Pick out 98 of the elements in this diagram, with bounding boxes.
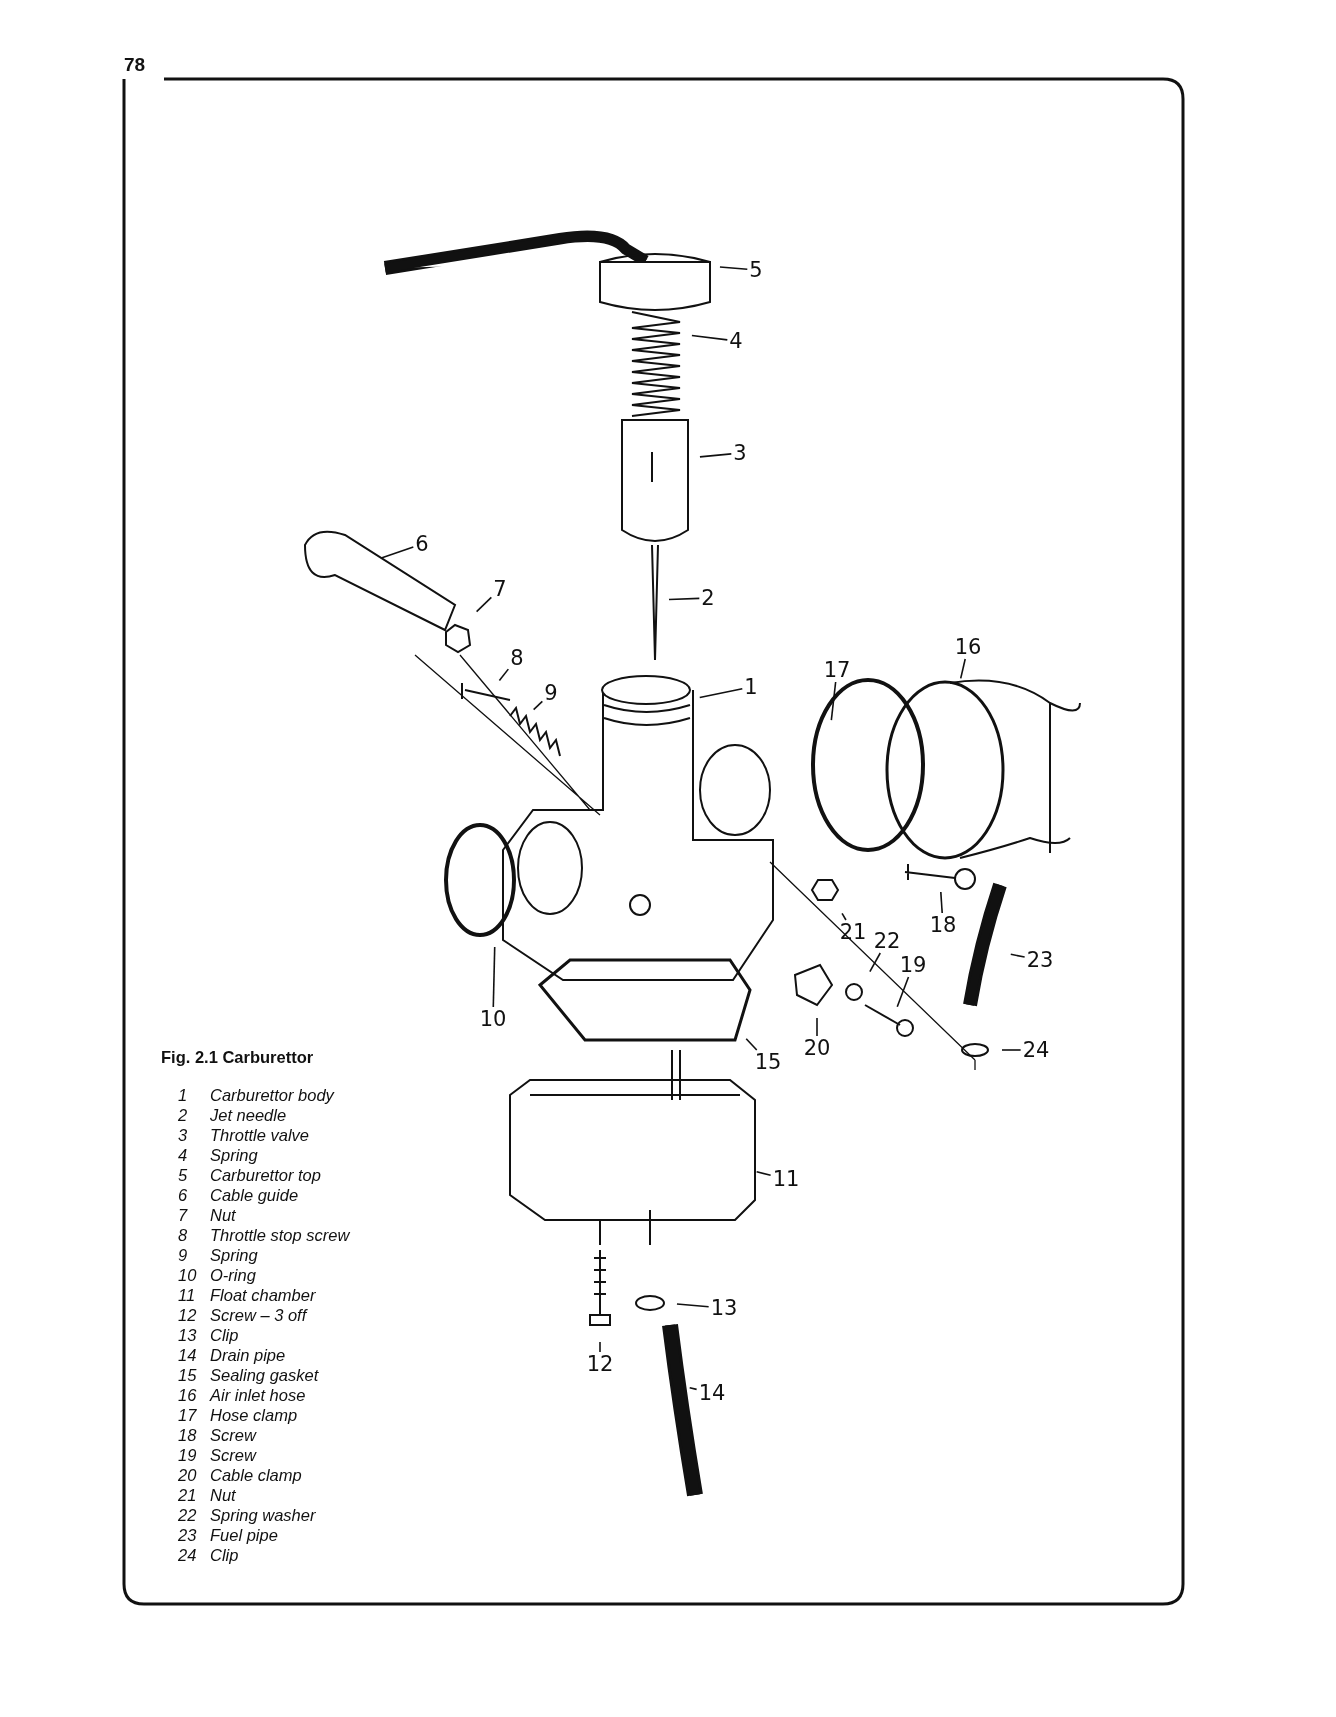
callout-number: 1 [742,675,760,699]
part-name: Spring [210,1145,258,1165]
item-number: 23 [178,1525,197,1545]
leader-line [1001,1049,1022,1051]
callout-number: 15 [752,1050,784,1074]
leader-line [959,658,966,680]
callout-number: 20 [801,1036,833,1060]
part-name: Fuel pipe [210,1525,278,1545]
figure-caption: Fig. 2.1 Carburettor [161,1048,314,1067]
item-number: 21 [178,1485,197,1505]
part-name: Carburettor top [210,1165,321,1185]
callout-number: 22 [871,929,903,953]
part-name: Jet needle [210,1105,287,1125]
callout-number: 8 [508,646,526,670]
part-name: Hose clamp [210,1405,298,1425]
item-number: 24 [178,1545,197,1565]
item-number: 18 [178,1425,197,1445]
item-number: 2 [178,1105,188,1125]
item-number: 12 [178,1305,197,1325]
part-name: Drain pipe [210,1345,286,1365]
part-name: Throttle valve [210,1125,310,1145]
leader-line [869,952,882,973]
callout-number: 23 [1024,948,1056,972]
callout-number: 13 [708,1296,740,1320]
part-name: Screw [210,1425,256,1445]
part-name: O-ring [210,1265,256,1285]
leader-line [841,912,847,921]
leader-line [475,596,493,613]
leader-line [380,546,415,559]
leader-line [688,1386,698,1391]
callout-number: 11 [770,1167,802,1191]
leader-line [492,946,496,1008]
part-name: Air inlet hose [210,1385,306,1405]
part-name: Cable clamp [210,1465,302,1485]
part-name: Cable guide [210,1185,299,1205]
leader-line [896,976,910,1008]
item-number: 5 [178,1165,188,1185]
leader-line [816,1017,818,1037]
callout-number: 17 [821,658,853,682]
callout-number: 16 [952,635,984,659]
item-number: 19 [178,1445,197,1465]
leader-line [599,1341,601,1353]
item-number: 6 [178,1185,188,1205]
part-name: Clip [210,1325,239,1345]
leader-line [498,668,510,682]
item-number: 7 [178,1205,188,1225]
leader-line [940,891,943,914]
callout-number: 9 [542,681,560,705]
leader-line [745,1037,758,1051]
leader-line [830,681,837,721]
part-name: Sealing gasket [210,1365,319,1385]
item-number: 8 [178,1225,188,1245]
part-name: Nut [210,1485,236,1505]
page-number: 78 [124,54,146,76]
callout-number: 18 [927,913,959,937]
item-number: 17 [178,1405,197,1425]
leader-line [699,453,733,458]
callout-number: 21 [837,920,869,944]
callout-number: 14 [696,1381,728,1405]
item-number: 1 [178,1085,188,1105]
part-name: Spring washer [210,1505,316,1525]
callout-number: 6 [413,532,431,556]
item-number: 20 [178,1465,197,1485]
leader-line [1010,953,1026,958]
callout-number: 12 [584,1352,616,1376]
leader-line [719,266,749,271]
leader-line [755,1171,772,1177]
callout-number: 10 [477,1007,509,1031]
item-number: 10 [178,1265,197,1285]
leader-line [676,1303,710,1308]
callout-number: 24 [1020,1038,1052,1062]
part-name: Float chamber [210,1285,316,1305]
item-number: 9 [178,1245,188,1265]
item-number: 14 [178,1345,197,1365]
part-name: Spring [210,1245,258,1265]
item-number: 15 [178,1365,197,1385]
callout-number: 4 [727,329,745,353]
callout-number: 5 [747,258,765,282]
callout-number: 3 [731,441,749,465]
leader-line [698,688,744,699]
item-number: 22 [178,1505,197,1525]
callout-number: 19 [897,953,929,977]
part-name: Nut [210,1205,236,1225]
part-name: Screw – 3 off [210,1305,307,1325]
item-number: 4 [178,1145,188,1165]
callout-number: 2 [699,586,717,610]
leader-line [532,700,544,711]
item-number: 11 [178,1285,196,1305]
callout-number: 7 [491,577,509,601]
part-name: Throttle stop screw [210,1225,350,1245]
item-number: 16 [178,1385,197,1405]
leader-line [668,597,701,601]
item-number: 13 [178,1325,197,1345]
part-name: Clip [210,1545,239,1565]
leader-line [691,334,729,341]
part-name: Carburettor body [210,1085,334,1105]
part-name: Screw [210,1445,256,1465]
item-number: 3 [178,1125,188,1145]
